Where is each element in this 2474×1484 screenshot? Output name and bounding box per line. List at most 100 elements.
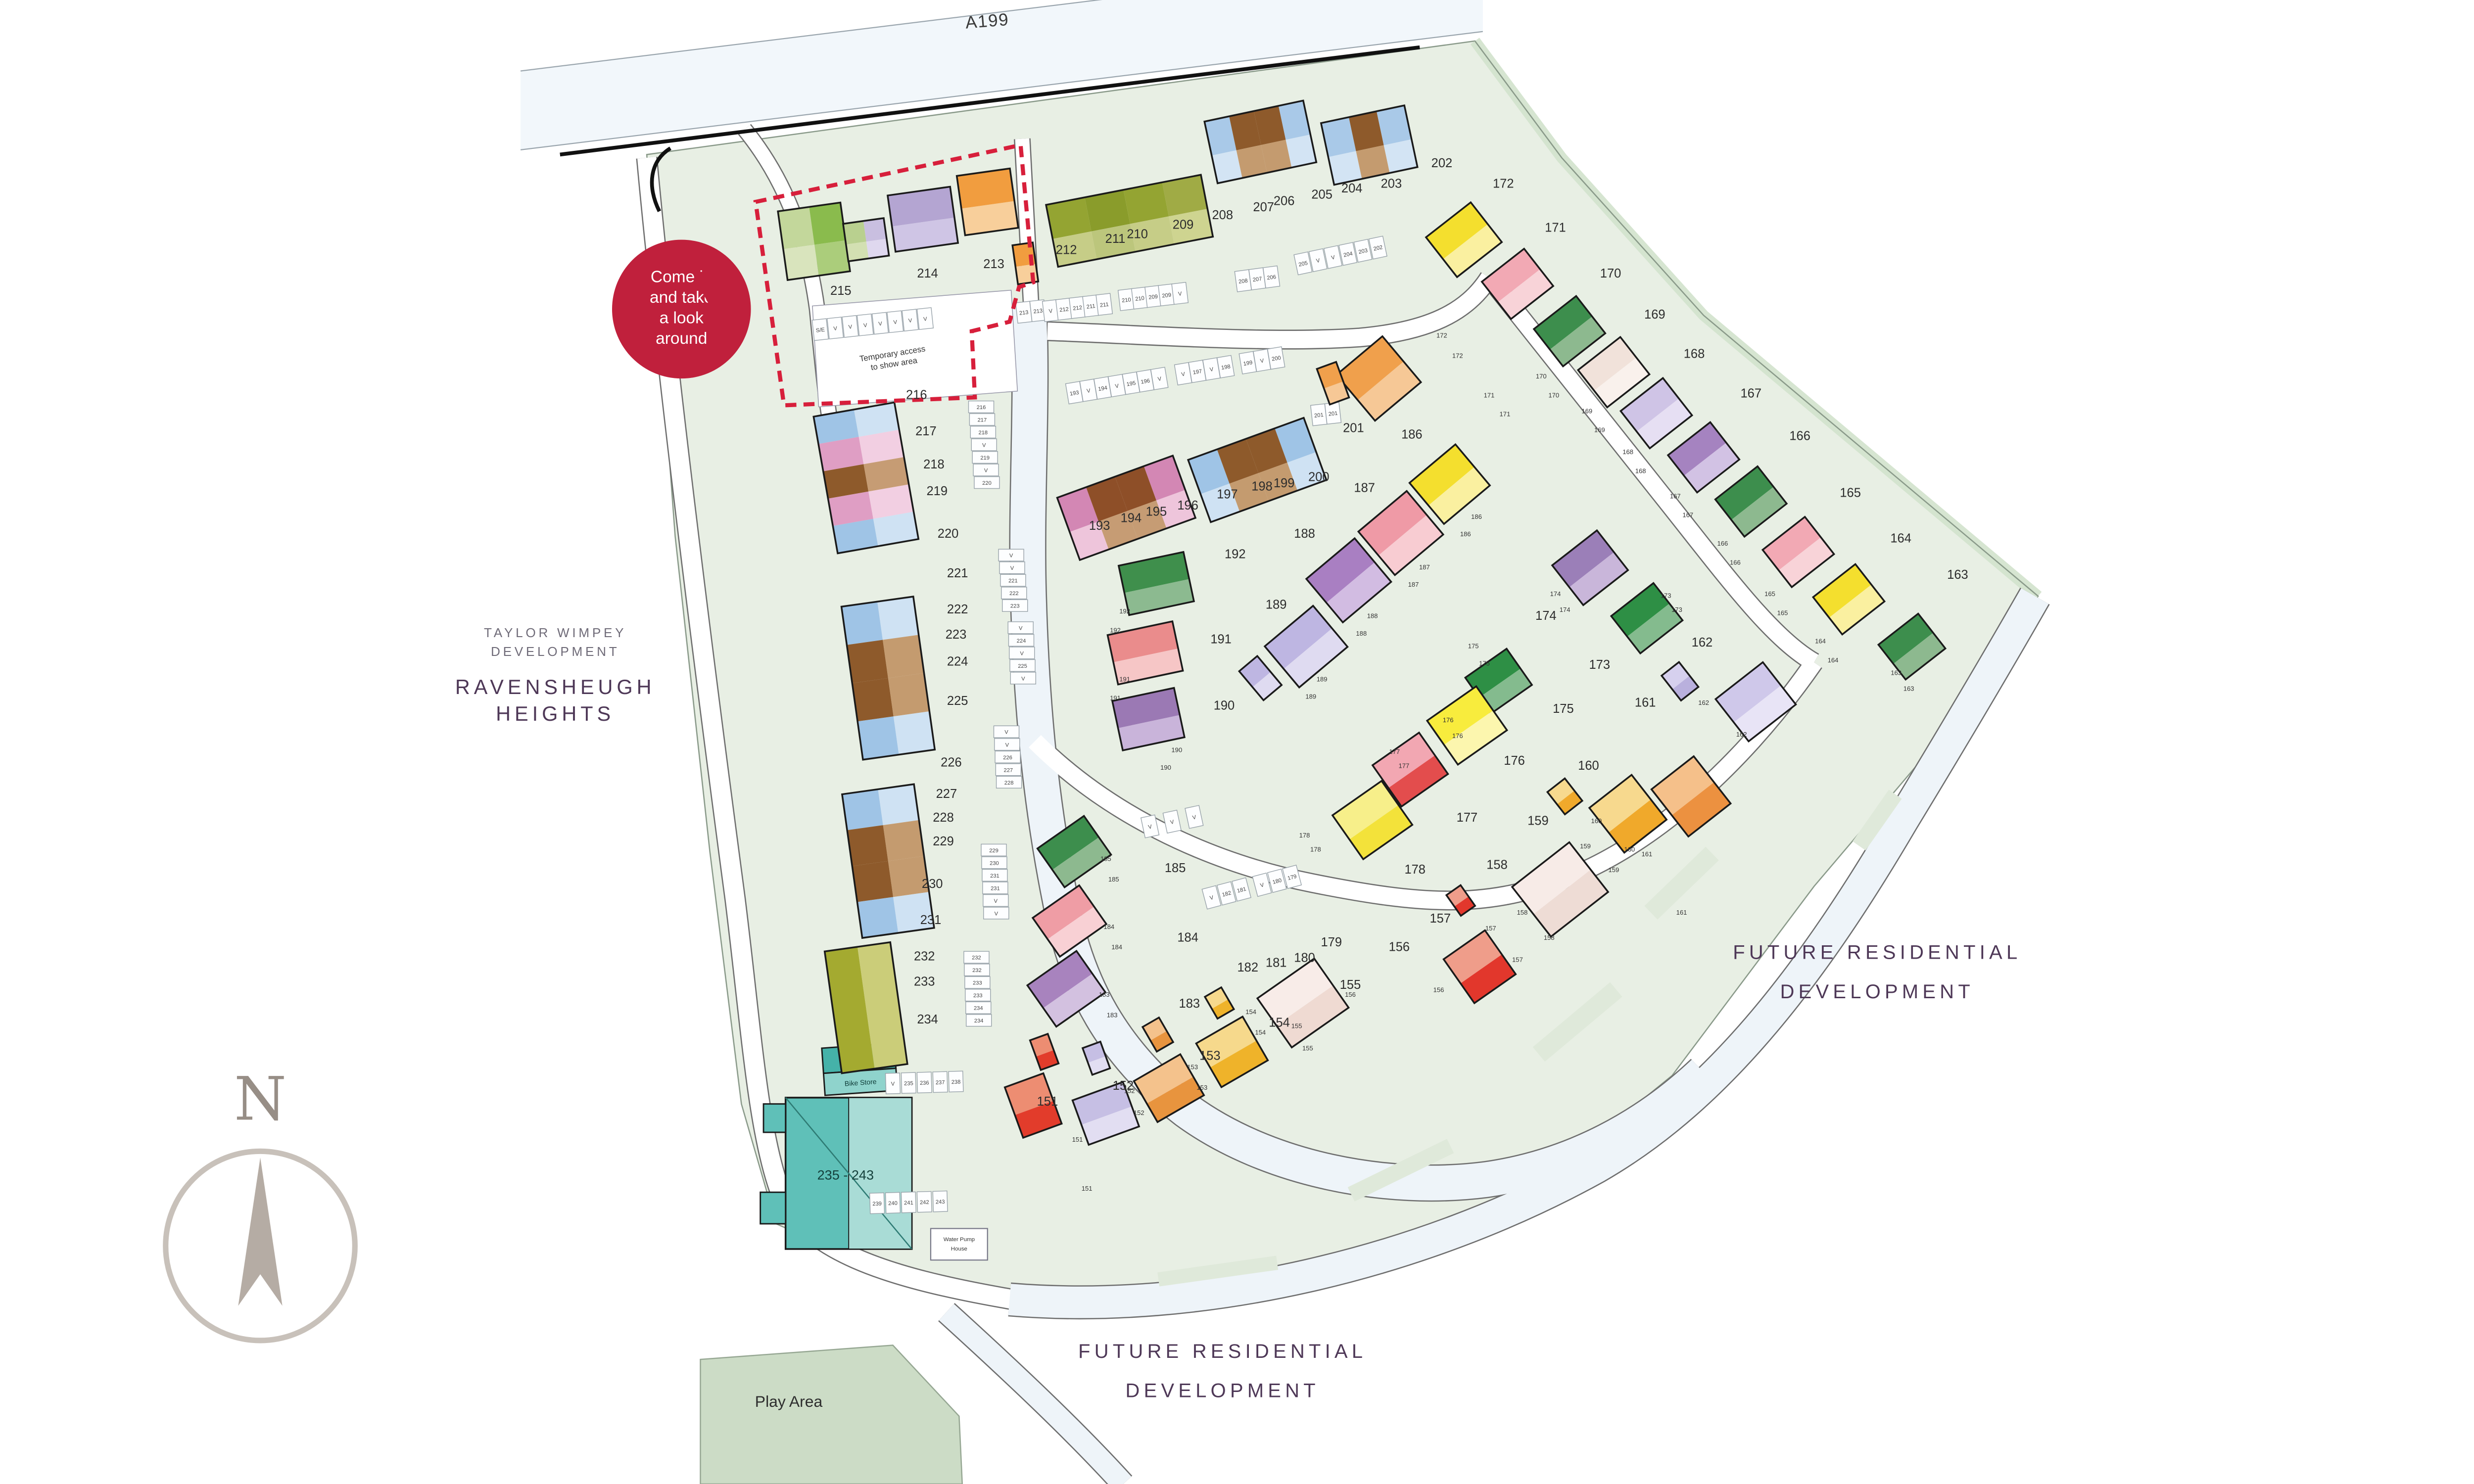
parking-bay: 232 (963, 951, 990, 964)
house (1316, 361, 1350, 406)
parking-bay: 241 (901, 1191, 917, 1213)
parking-bay-label: V (1209, 895, 1215, 902)
house-roof-light (873, 511, 919, 547)
driveway-label: 188 (1356, 630, 1367, 637)
house-outline (1203, 986, 1236, 1020)
parking-bay-box (916, 1071, 932, 1094)
parking-bay-box (994, 738, 1020, 751)
parking-bay-box (932, 1190, 948, 1212)
house-roof-dark (1115, 466, 1157, 511)
parking-bay-label: V (1170, 819, 1175, 826)
parking-bay-box (964, 964, 990, 976)
plot-label: 163 (1947, 568, 1968, 582)
house-roof-light (1778, 537, 1834, 587)
house (1588, 774, 1668, 854)
driveway-label: 169 (1594, 426, 1605, 434)
development-name-line1: RAVENSHEUGH (455, 675, 656, 699)
driveway-label: 187 (1419, 563, 1430, 571)
house-roof-dark (1162, 175, 1208, 217)
parking-bay-label: V (1260, 882, 1265, 889)
house-roof-dark (1143, 456, 1186, 501)
plot-label: 172 (1493, 177, 1514, 190)
plot-label: 210 (1127, 227, 1148, 241)
parking-bay-box (1338, 242, 1358, 266)
house-roof-light (888, 856, 929, 897)
house-roof-light (1533, 869, 1609, 937)
driveway-label: 171 (1500, 411, 1511, 418)
plot-label: 162 (1692, 636, 1713, 649)
parking-bay: 179 (1282, 865, 1302, 889)
parking-bay-label: 211 (1086, 303, 1095, 310)
house-outline (1532, 294, 1607, 368)
mini-labels-layer: 1721721711711701701691691681681671671661… (1072, 331, 1914, 1192)
house-roof-light (1731, 487, 1787, 537)
house-roof-dark (1662, 662, 1690, 690)
house-roof-light (1169, 209, 1213, 244)
house-roof-light (1047, 906, 1106, 957)
house (1425, 201, 1503, 278)
driveway-label: 151 (1082, 1185, 1093, 1192)
parking-bay: 231 (982, 881, 1008, 894)
parking-bay-label: V (1021, 676, 1025, 682)
plot-label: 173 (1589, 658, 1610, 672)
house (840, 596, 936, 761)
parking-bay-box (1216, 881, 1237, 906)
parking-bay: 224 (1008, 634, 1035, 647)
plot-label: 174 (1535, 609, 1557, 623)
plot-label: 158 (1486, 858, 1508, 872)
house-roof-dark (1358, 491, 1427, 556)
house-roof-light (1284, 628, 1348, 688)
parking-bay: V (842, 315, 859, 338)
parking-bay-label: 205 (1298, 260, 1308, 268)
development-name-line2: HEIGHTS (496, 701, 615, 726)
parking-bay-label: 239 (872, 1201, 882, 1207)
house-outline (1133, 1053, 1205, 1123)
parking-bay-box (995, 763, 1022, 776)
parking-bay: S/E (811, 318, 829, 341)
play-area (700, 1345, 963, 1484)
driveway-label: 187 (1408, 581, 1419, 588)
plot-label: 218 (923, 458, 945, 471)
house (1532, 294, 1607, 368)
driveway-label: 174 (1550, 590, 1561, 598)
parking-bay-label: 179 (1287, 874, 1297, 881)
driveway-label: 183 (1099, 991, 1110, 998)
driveway-label: 156 (1433, 986, 1444, 993)
house-roof-dark (1057, 487, 1099, 532)
parking-bay-label: 238 (952, 1079, 961, 1086)
house-roof-light (866, 238, 889, 259)
house (1056, 454, 1197, 561)
welcome-bubble: Come in and take a look around (612, 239, 751, 379)
developer-name: TAYLOR WIMPEY (484, 626, 627, 641)
parking-bay: 211 (1095, 293, 1113, 316)
parking-bay-label: V (1148, 824, 1153, 830)
house (1442, 929, 1517, 1005)
parking-bay-box (885, 1192, 901, 1214)
plot-label: 199 (1274, 476, 1295, 490)
plot-label: 179 (1321, 935, 1342, 949)
parking-bay: 203 (1353, 238, 1373, 263)
house-roof-dark (1275, 417, 1317, 463)
bike-store-label: Bike Store (844, 1077, 877, 1087)
compass-north-label: N (234, 1065, 286, 1134)
house-roof-dark (847, 640, 888, 684)
house-roof-light (858, 429, 904, 464)
parking-bay-label: 237 (936, 1080, 945, 1086)
plot-label: 196 (1177, 499, 1198, 512)
parking-bay: 243 (932, 1190, 948, 1212)
house-outline (1511, 841, 1610, 938)
house (841, 783, 935, 939)
plot-label: 224 (947, 654, 968, 668)
road-verge (1532, 982, 1622, 1062)
parking-bay-label: 208 (1238, 278, 1248, 285)
road-verge (1157, 1255, 1279, 1287)
house-roof-light (1118, 715, 1185, 750)
house-roof-light (1211, 150, 1242, 184)
house-roof-dark (857, 897, 899, 938)
parking-bay-label: 197 (1192, 369, 1202, 376)
house-outline (1588, 774, 1668, 854)
flats-roof-light (848, 1097, 912, 1250)
parking-bay: 201 (1324, 402, 1342, 425)
house (777, 201, 851, 281)
